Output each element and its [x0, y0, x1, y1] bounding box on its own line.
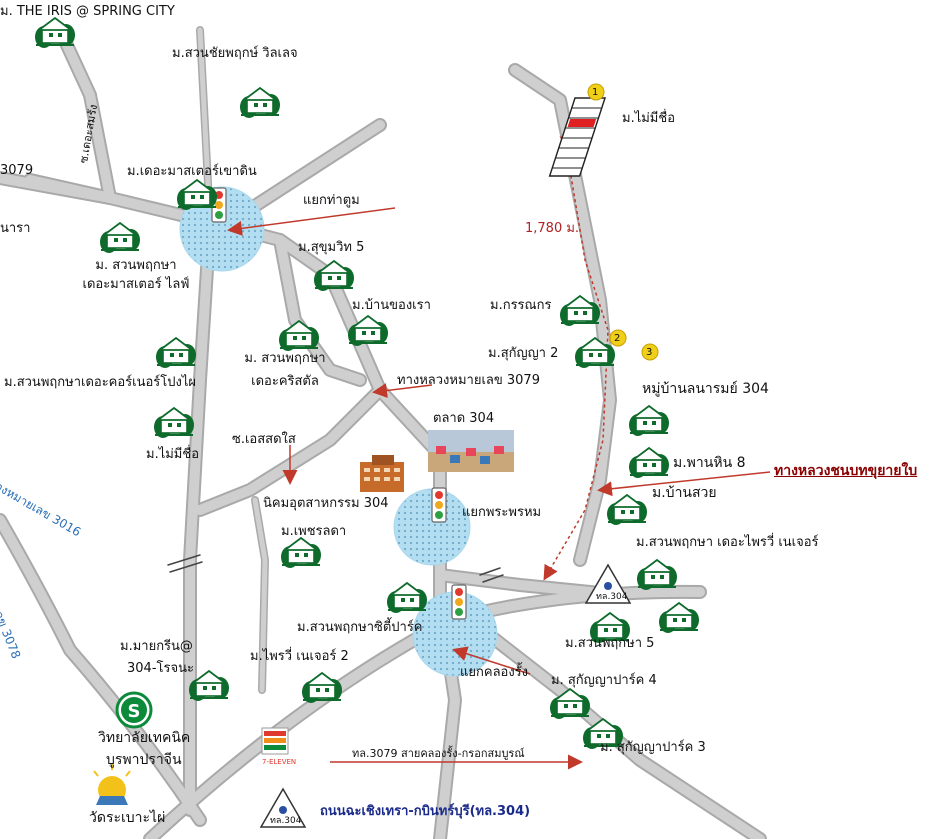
label-suan-pruksa-master-life-2: เดอะมาสเตอร์ ไลฟ์ — [82, 277, 190, 292]
intersection-circles — [179, 186, 498, 677]
label-no-name-east: ม.ไม่มีชื่อ — [622, 111, 676, 126]
traffic-light-icon — [451, 584, 467, 620]
label-sukanya-park4: ม. สุกัญญาปาร์ค 4 — [551, 673, 657, 688]
label-college-1: วิทยาลัยเทคนิค — [98, 730, 191, 746]
college-s-logo-icon: S — [115, 691, 153, 729]
label-s-sot-sai: ซ.เอสสดใส — [232, 432, 296, 447]
label-suan-pruksa-master-life-1: ม. สวนพฤกษา — [95, 258, 177, 273]
label-phetcharada: ม.เพชรลดา — [281, 524, 347, 539]
marker-1-icon — [587, 83, 605, 101]
pointer-arrows — [227, 136, 771, 770]
project-title: ม. THE IRIS @ SPRING CITY — [0, 4, 175, 19]
road-network — [0, 23, 767, 839]
industrial-building-icon — [360, 455, 404, 492]
label-tha-tum-intersection: แยกท่าตูม — [303, 193, 360, 208]
seven-eleven-logo-icon — [261, 727, 289, 755]
hw304-sign-icon — [584, 563, 632, 604]
label-hw304-sign-1: ทล.304 — [596, 592, 628, 602]
label-privy-nature2: ม.ไพรวี่ เนเจอร์ 2 — [250, 649, 349, 664]
label-marker-1: 1 — [592, 87, 599, 98]
label-suan-pruksa-corner: ม.สวนพฤกษาเดอะคอร์เนอร์โปงไผ — [4, 375, 197, 390]
svg-text:S: S — [128, 701, 141, 722]
label-mygreen-2: 304-โรจนะ — [127, 661, 194, 676]
label-industrial-estate: นิคมอุตสาหกรรม 304 — [263, 496, 389, 511]
label-marker-3: 3 — [646, 347, 653, 358]
label-bypass-road: ทางหลวงชนบทขุยายใบ — [774, 463, 918, 479]
label-ban-suay: ม.บ้านสวย — [652, 485, 717, 501]
label-road-3079: ทางหลวงหมายเลข 3079 — [397, 373, 540, 388]
label-suan-pruksa-crystal-1: ม. สวนพฤกษา — [244, 351, 326, 366]
label-phan-hin8: ม.พานหิน 8 — [673, 455, 746, 471]
marker-3-icon — [641, 343, 659, 361]
marker-2-icon — [609, 329, 627, 347]
label-marker-2: 2 — [614, 333, 621, 344]
label-suan-chai-village: ม.สวนชัยพฤกษ์ วิลเลจ — [172, 46, 298, 61]
label-road-3079-route: ทล.3079 สายคลองรั้ง-กรอกสมบูรณ์ — [352, 747, 525, 760]
label-suan-pruksa5: ม.สวนพฤกษา 5 — [565, 636, 655, 651]
label-no-name-west: ม.ไม่มีชื่อ — [146, 447, 200, 462]
label-seven-eleven: 7-ELEVEN — [262, 758, 297, 766]
label-suan-pruksa-crystal-2: เดอะคริสตัล — [251, 374, 319, 389]
label-distance: 1,780 ม. — [525, 221, 580, 236]
label-suan-pruksa-city-park: ม.สวนพฤกษาซิตี้ปาร์ค — [297, 620, 423, 635]
label-suan-pruksa-privy: ม.สวนพฤกษา เดอะไพรวี่ เนเจอร์ — [636, 535, 819, 550]
label-the-master-khaodin: ม.เดอะมาสเตอร์เขาดิน — [127, 164, 257, 179]
label-college-2: บูรพาปราจีน — [106, 752, 182, 768]
label-market-304: ตลาด 304 — [433, 411, 495, 426]
label-temple: วัดระเบาะไผ่ — [89, 810, 166, 826]
traffic-light-icon — [431, 487, 447, 523]
label-nara-edge: นารา — [0, 221, 31, 236]
label-hw304-sign-2: ทล.304 — [270, 816, 302, 826]
label-ban-khong-rao: ม.บ้านของเรา — [352, 298, 431, 313]
label-road-304: ถนนฉะเชิงเทรา-กบินทร์บุรี(ทล.304) — [320, 804, 531, 819]
label-road-3079-edge: 3079 — [0, 163, 34, 178]
label-ban-lanarom: หมู่บ้านลนารมย์ 304 — [642, 381, 769, 397]
label-kannikar: ม.กรรณกร — [490, 298, 552, 313]
temple-logo-icon — [93, 764, 131, 805]
label-sukhumvit5: ม.สุขุมวิท 5 — [298, 240, 365, 255]
hw304-sign-icon — [259, 787, 307, 828]
market-photo — [428, 430, 514, 472]
label-sukanya2: ม.สุกัญญา 2 — [488, 346, 559, 361]
label-khlong-rung-intersection: แยกคลองรั้ง — [460, 665, 529, 680]
label-phra-phrom-intersection: แยกพระพรหม — [462, 505, 542, 520]
label-sukanya-park3: ม. สุกัญญาปาร์ค 3 — [600, 740, 706, 755]
label-mygreen-1: ม.มายกรีน@ — [120, 639, 193, 654]
